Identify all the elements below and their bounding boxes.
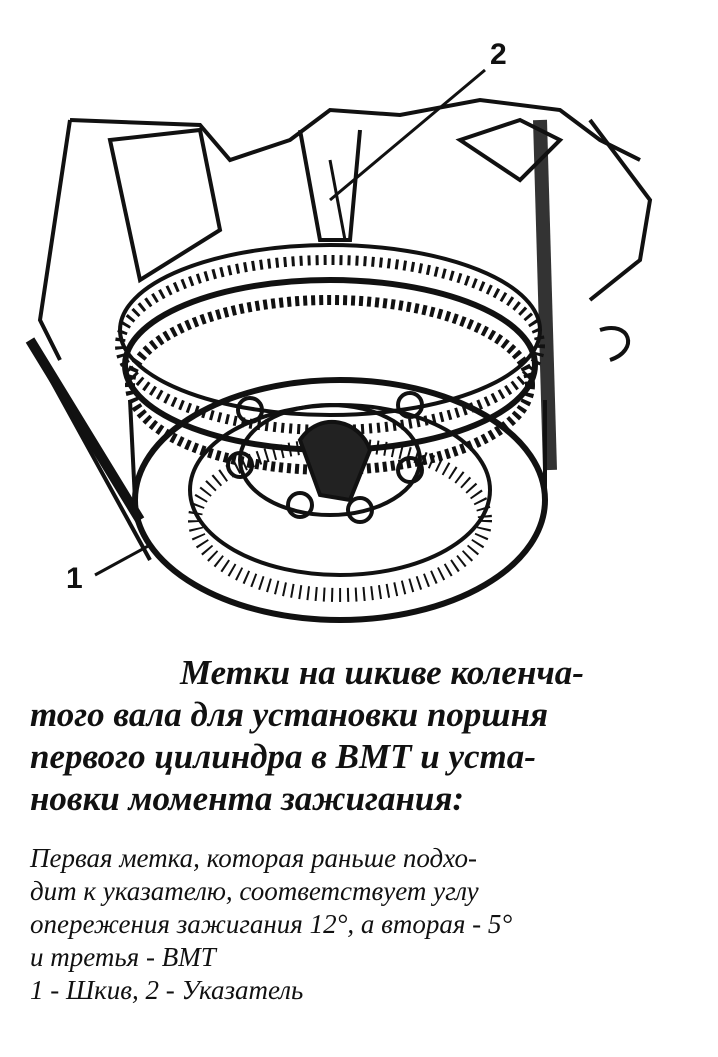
caption-body-line: и третья - ВМТ bbox=[30, 942, 216, 972]
caption-title-line: первого цилиндра в ВМТ и уста- bbox=[30, 737, 536, 776]
callout-label-pulley: 1 bbox=[66, 562, 83, 595]
caption-title: Метки на шкиве коленча- того вала для ус… bbox=[30, 652, 642, 820]
caption-body: Первая метка, которая раньше подхо- дит … bbox=[30, 842, 642, 1007]
caption-body-line: Первая метка, которая раньше подхо- bbox=[30, 843, 477, 873]
caption-legend: 1 - Шкив, 2 - Указатель bbox=[30, 975, 304, 1005]
callout-label-pointer: 2 bbox=[490, 38, 507, 71]
caption-title-line: Метки на шкиве коленча- bbox=[180, 653, 584, 692]
caption-title-line: того вала для установки поршня bbox=[30, 695, 549, 734]
caption-title-line: новки момента зажигания: bbox=[30, 779, 465, 818]
caption-body-line: опережения зажигания 12°, а вторая - 5° bbox=[30, 909, 513, 939]
crankshaft-pulley-illustration bbox=[25, 68, 653, 623]
caption-body-line: дит к указателю, соответствует углу bbox=[30, 876, 479, 906]
